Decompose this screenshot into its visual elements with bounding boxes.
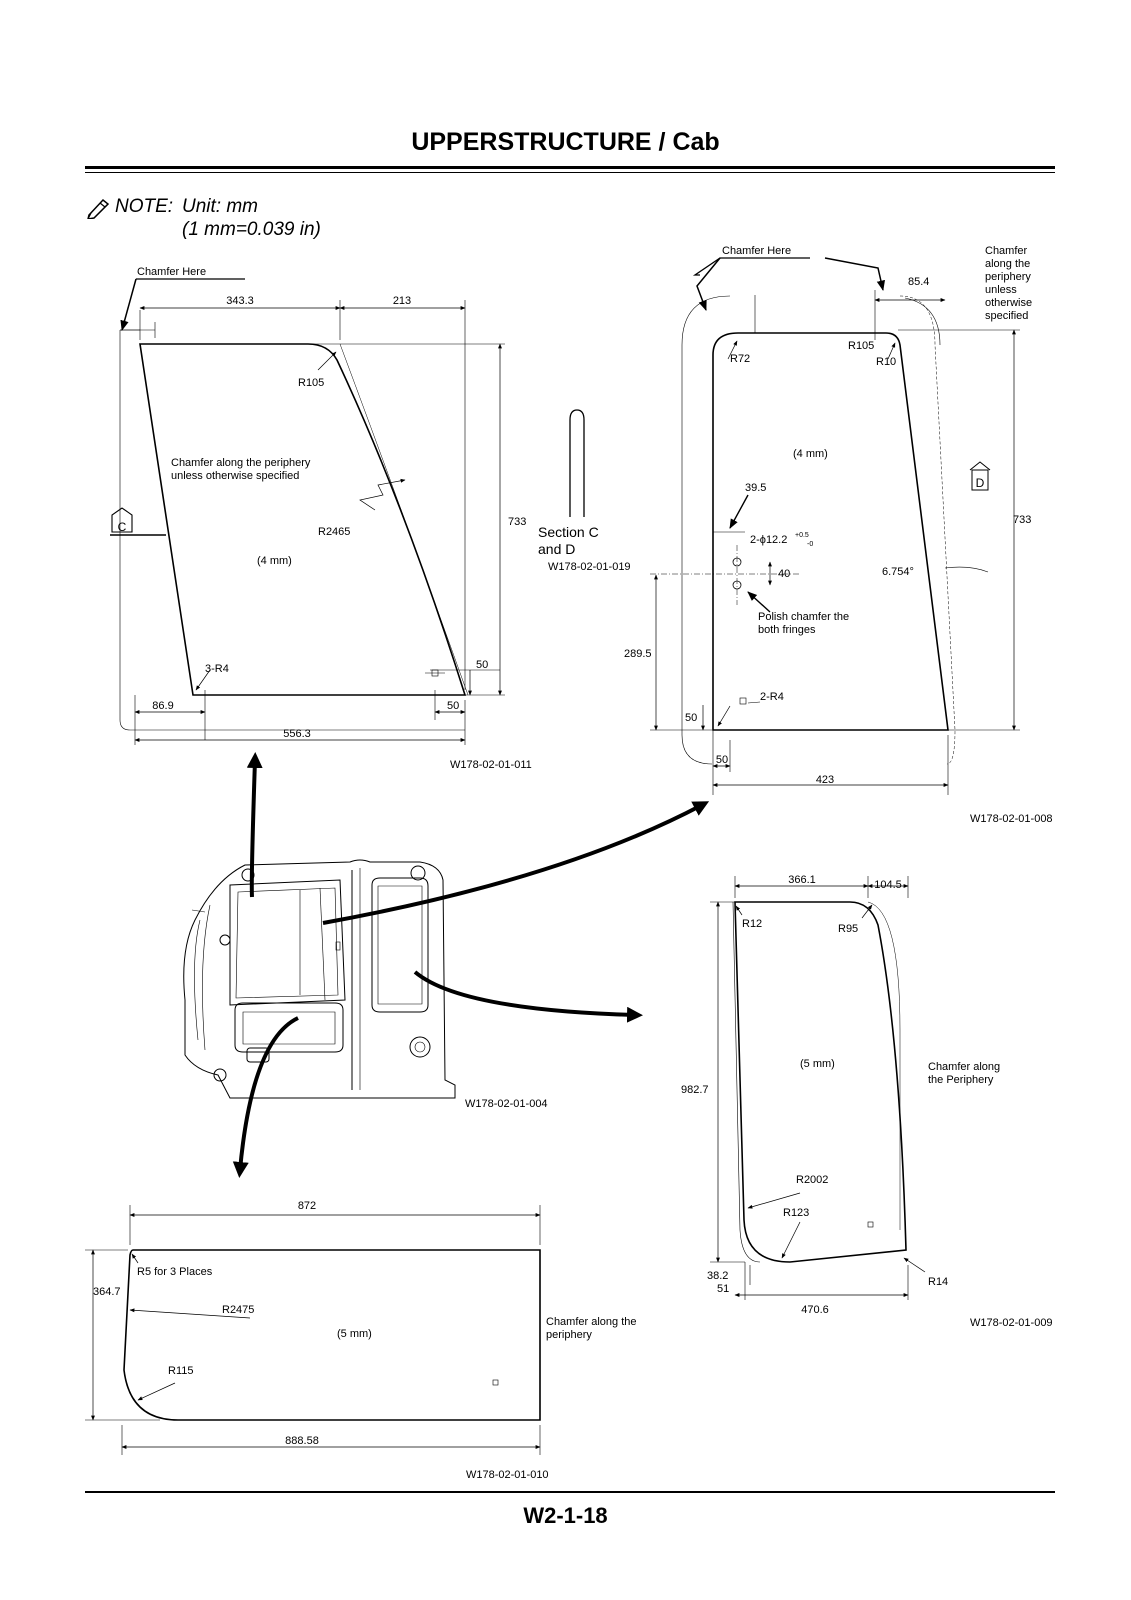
fig008-chamfer-3: periphery [985,271,1031,283]
fig009-r95: R95 [838,923,858,935]
fig011-thickness: (4 mm) [257,555,292,567]
fig010-code: W178-02-01-010 [466,1469,549,1481]
fig011-chamfer-here: Chamfer Here [137,266,206,278]
fig008-angle: 6.754° [882,566,914,578]
fig010-dim-364-7: 364.7 [93,1286,121,1298]
footer-rule [85,1491,1055,1493]
fig011-r2465: R2465 [318,526,350,538]
fig011-chamfer-1: Chamfer along the periphery [171,457,311,469]
fig008-dim-40: 40 [778,568,790,580]
figure-009-side-glass: 366.1 104.5 R12 R95 (5 mm) Chamfer along… [681,874,1053,1329]
note-label: NOTE: [115,196,174,217]
note-conversion: (1 mm=0.039 in) [182,219,321,240]
figure-010-lower-glass: 872 R5 for 3 Places 364.7 R2475 (5 mm) C… [85,1200,637,1481]
section-cd: Section C and D W178-02-01-019 [538,409,631,573]
fig008-tol-minus: -0 [807,541,813,548]
fig010-chamfer-1: Chamfer along the [546,1316,637,1328]
fig009-r123: R123 [783,1207,809,1219]
fig008-chamfer-5: otherwise [985,297,1032,309]
fig009-chamfer-2: the Periphery [928,1074,994,1086]
fig008-dim-50-horiz: 50 [716,754,728,766]
fig011-r4: 3-R4 [205,663,229,675]
fig008-chamfer-here: Chamfer Here [722,245,791,257]
fig010-r115: R115 [168,1365,193,1377]
fig009-code: W178-02-01-009 [970,1317,1053,1329]
fig009-r12: R12 [742,918,762,930]
fig010-chamfer-2: periphery [546,1329,592,1341]
fig011-code: W178-02-01-011 [450,759,532,771]
header-rule-thin [85,172,1055,173]
fig008-r105: R105 [848,340,874,352]
fig008-r10: R10 [876,356,896,368]
fig009-r2002: R2002 [796,1174,828,1186]
fig009-chamfer-1: Chamfer along [928,1061,1000,1073]
fig008-dim-39-5: 39.5 [745,482,766,494]
fig008-r4: 2-R4 [760,691,784,703]
fig011-dim-86-9: 86.9 [152,700,173,712]
figure-008-door-glass: Chamfer Here 85.4 Chamfer along the peri… [624,245,1053,825]
figure-004-cab-illustration: W178-02-01-004 [183,752,710,1178]
fig010-r2475: R2475 [222,1304,254,1316]
header-rule [85,166,1055,169]
fig009-dim-366-1: 366.1 [788,874,816,886]
fig011-dim-50-horiz: 50 [447,700,459,712]
fig011-chamfer-2: unless otherwise specified [171,470,299,482]
fig011-section-c: C [118,520,127,534]
fig004-code: W178-02-01-004 [465,1098,548,1110]
fig008-dim-85-4: 85.4 [908,276,929,288]
fig008-dim-733: 733 [1013,514,1031,526]
fig008-section-d: D [976,476,985,490]
fig008-dim-289-5: 289.5 [624,648,652,660]
section-cd-line1: Section C [538,524,599,540]
fig008-hole: 2-ϕ12.2 [750,534,787,546]
section-cd-line2: and D [538,541,575,557]
fig008-chamfer-1: Chamfer [985,245,1028,257]
pencil-icon [87,198,110,219]
note-unit: Unit: mm [182,196,258,217]
fig008-polish-2: both fringes [758,624,816,636]
fig008-dim-423: 423 [816,774,834,786]
fig009-dim-38-2: 38.2 [707,1270,728,1282]
fig011-dim-733: 733 [508,516,526,528]
fig009-dim-982-7: 982.7 [681,1084,709,1096]
fig008-r72: R72 [730,353,750,365]
fig009-thickness: (5 mm) [800,1058,835,1070]
fig008-dim-50-vert: 50 [685,712,697,724]
fig008-thickness: (4 mm) [793,448,828,460]
fig011-dim-343: 343.3 [226,295,254,307]
fig009-dim-104-5: 104.5 [874,879,902,891]
page-title: UPPERSTRUCTURE / Cab [411,128,720,156]
fig011-r105: R105 [298,377,324,389]
fig011-dim-50-vert: 50 [476,659,488,671]
fig010-r5: R5 for 3 Places [137,1266,213,1278]
fig009-dim-51: 51 [717,1283,729,1295]
fig008-chamfer-4: unless [985,284,1017,296]
figure-011-door-upper-glass: Chamfer Here 343.3 213 R105 Chamfer alon… [110,266,532,771]
fig009-dim-470-6: 470.6 [801,1304,829,1316]
fig008-tol-plus: +0.5 [795,532,809,539]
fig008-polish-1: Polish chamfer the [758,611,849,623]
fig010-thickness: (5 mm) [337,1328,372,1340]
fig010-dim-888-58: 888.58 [285,1435,319,1447]
fig008-chamfer-6: specified [985,310,1028,322]
fig010-dim-872: 872 [298,1200,316,1212]
section-cd-code: W178-02-01-019 [548,561,631,573]
page-number: W2-1-18 [523,1503,608,1528]
fig008-code: W178-02-01-008 [970,813,1053,825]
fig008-chamfer-2: along the [985,258,1030,270]
fig009-r14: R14 [928,1276,948,1288]
fig011-dim-213: 213 [393,295,411,307]
fig011-dim-556-3: 556.3 [283,728,311,740]
